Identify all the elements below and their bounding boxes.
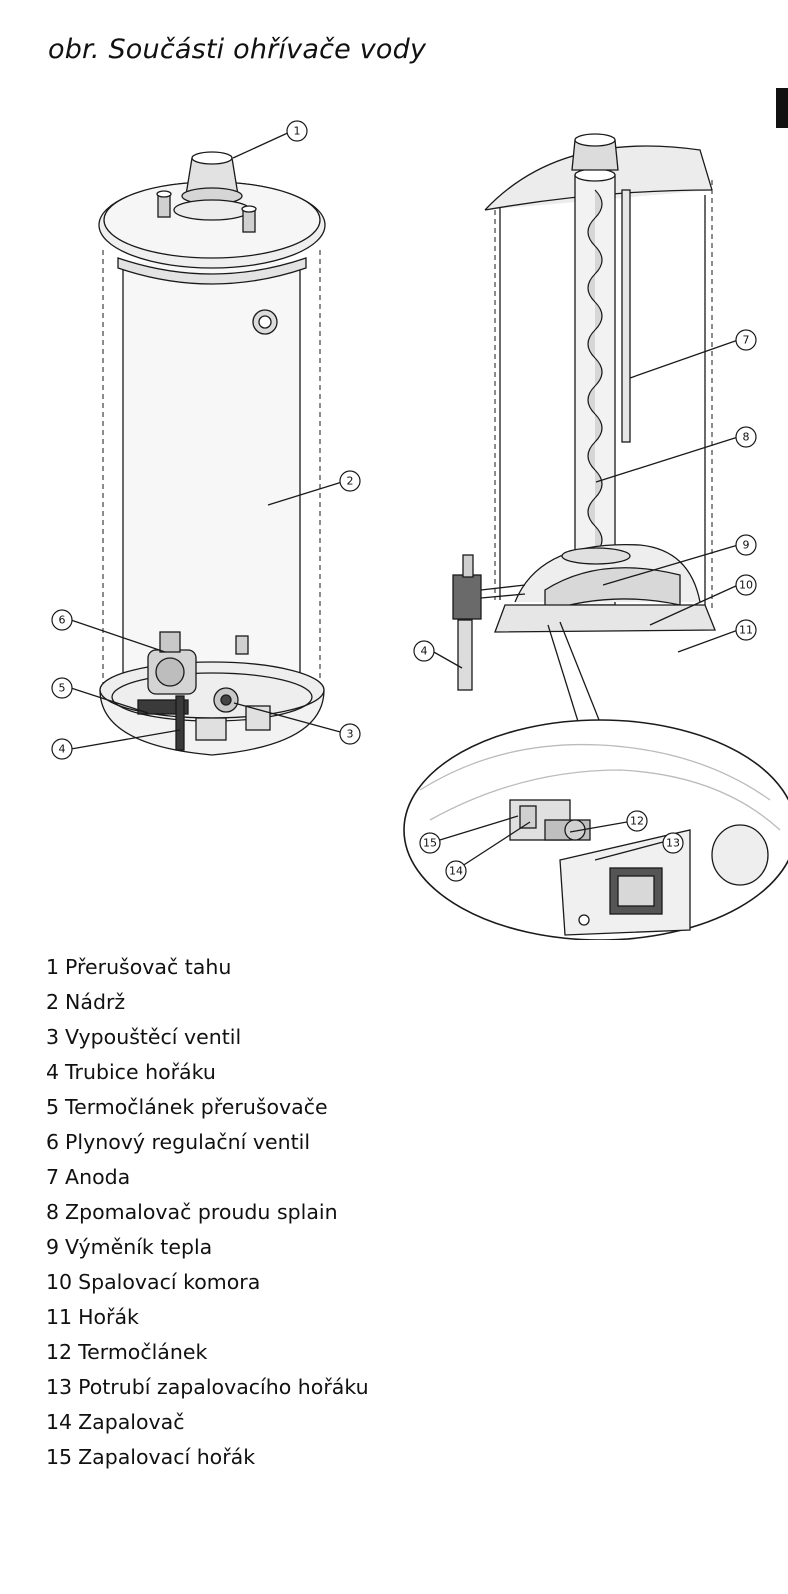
page-edge-marker	[776, 88, 788, 128]
legend-label: Trubice hořáku	[65, 1060, 216, 1084]
callout-4-right-text: 4	[421, 645, 428, 658]
right-heater-cutaway	[452, 133, 716, 761]
legend-number: 8	[46, 1200, 60, 1224]
legend-number: 14	[46, 1410, 73, 1434]
water-heater-diagram: 1 2 3 4 5 6 4 7 8 9 10 11 12 13 14 15	[0, 110, 788, 940]
legend-number: 1	[46, 955, 60, 979]
legend-number: 2	[46, 990, 60, 1014]
callout-6	[51, 609, 73, 631]
callout-5	[51, 677, 73, 699]
callout-13-text: 13	[666, 837, 680, 850]
callout-11-text: 11	[739, 624, 753, 637]
legend-number: 13	[46, 1375, 73, 1399]
legend-label: Termočlánek přerušovače	[65, 1095, 328, 1119]
callout-6-text: 6	[59, 614, 66, 627]
left-heater	[98, 151, 326, 756]
legend-label: Nádrž	[65, 990, 126, 1014]
figure-title: obr. Součásti ohřívače vody	[48, 34, 427, 65]
legend-number: 9	[46, 1235, 60, 1259]
callout-10	[735, 574, 757, 596]
legend-label: Potrubí zapalovacího hořáku	[78, 1375, 369, 1399]
callout-14-text: 14	[449, 865, 463, 878]
drain-valve	[213, 687, 239, 713]
callout-1	[286, 120, 308, 142]
legend-label: Výměník tepla	[65, 1235, 213, 1259]
callout-12-text: 12	[630, 815, 644, 828]
callout-13	[662, 832, 684, 854]
callout-4-left	[51, 738, 73, 760]
callout-15-text: 15	[423, 837, 437, 850]
callout-5-text: 5	[59, 682, 66, 695]
gas-control-valve	[137, 631, 197, 751]
callout-3	[339, 723, 361, 745]
callout-2	[339, 470, 361, 492]
legend-label: Přerušovač tahu	[65, 955, 232, 979]
gas-valve-right	[452, 554, 526, 691]
legend-label: Plynový regulační ventil	[65, 1130, 311, 1154]
legend-label: Hořák	[78, 1305, 139, 1329]
top-valve-left	[156, 190, 172, 218]
callout-14	[445, 860, 467, 882]
legend-label: Zapalovač	[78, 1410, 185, 1434]
legend-number: 10	[46, 1270, 73, 1294]
callout-4-right	[413, 640, 435, 662]
legend-label: Spalovací komora	[78, 1270, 261, 1294]
callout-3-text: 3	[347, 728, 354, 741]
legend-number: 6	[46, 1130, 60, 1154]
legend-number: 4	[46, 1060, 60, 1084]
legend-number: 7	[46, 1165, 60, 1189]
callout-1-text: 1	[294, 125, 301, 138]
legend-number: 5	[46, 1095, 60, 1119]
detail-magnifier	[403, 719, 788, 940]
legend-label: Anoda	[65, 1165, 131, 1189]
legend-number: 11	[46, 1305, 73, 1329]
callout-7	[735, 329, 757, 351]
callout-7-text: 7	[743, 334, 750, 347]
callout-4-left-text: 4	[59, 743, 66, 756]
callout-15	[419, 832, 441, 854]
callout-8-text: 8	[743, 431, 750, 444]
top-valve-right	[241, 205, 257, 233]
callout-2-text: 2	[347, 475, 354, 488]
callout-10-text: 10	[739, 579, 753, 592]
legend-number: 12	[46, 1340, 73, 1364]
callout-12	[626, 810, 648, 832]
legend-number: 3	[46, 1025, 60, 1049]
legend-number: 15	[46, 1445, 73, 1469]
callout-9-text: 9	[743, 539, 750, 552]
legend-label: Termočlánek	[78, 1340, 208, 1364]
legend-label: Zpomalovač proudu splain	[65, 1200, 338, 1224]
callout-9	[735, 534, 757, 556]
callout-8	[735, 426, 757, 448]
legend-label: Zapalovací hořák	[78, 1445, 256, 1469]
callout-11	[735, 619, 757, 641]
legend-label: Vypouštěcí ventil	[65, 1025, 242, 1049]
